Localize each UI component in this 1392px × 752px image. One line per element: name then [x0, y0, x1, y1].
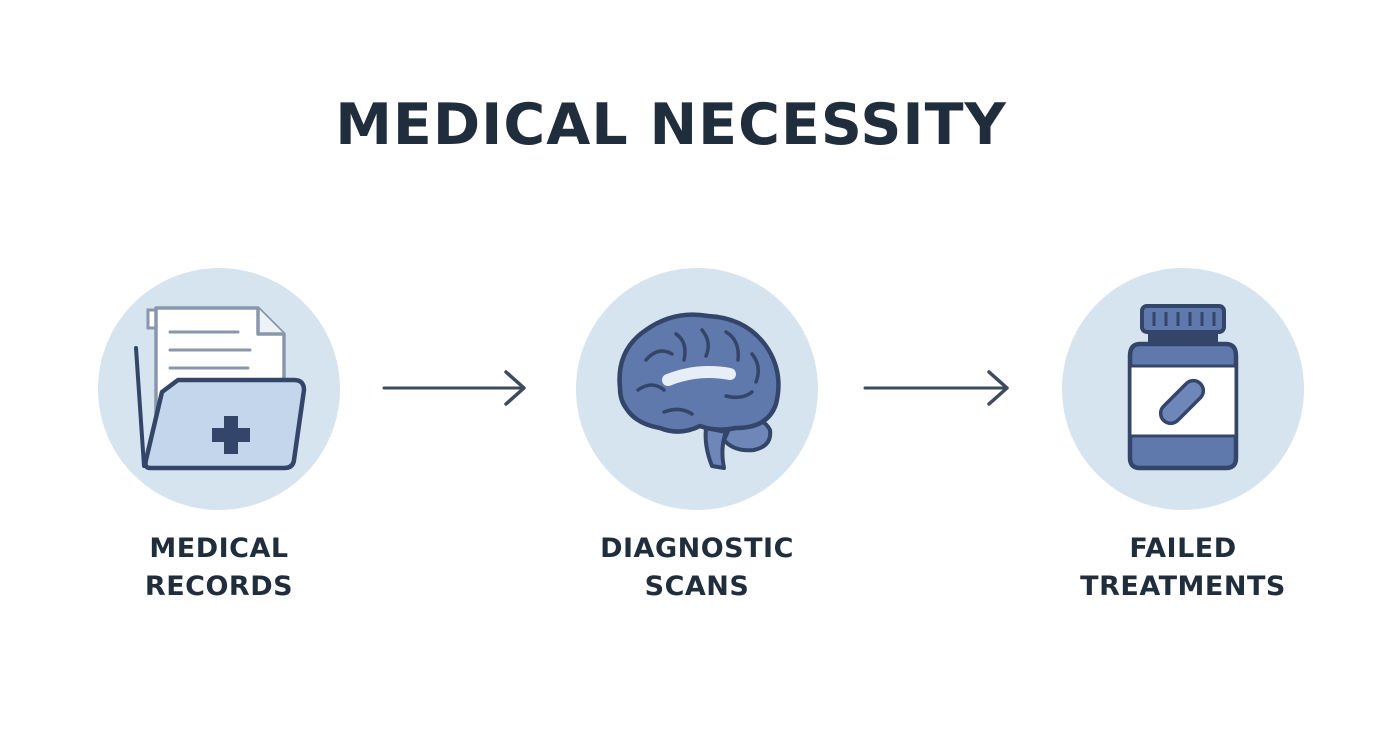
arrow-right-icon — [863, 370, 1009, 406]
step-diagnostic-scans: DIAGNOSTIC SCANS — [576, 268, 818, 602]
medical-records-folder-icon — [134, 306, 307, 471]
step-label: DIAGNOSTIC SCANS — [516, 530, 878, 606]
step-medical-records: MEDICAL RECORDS — [98, 268, 340, 602]
page-title: MEDICAL NECESSITY — [335, 92, 1007, 158]
step-circle — [576, 268, 818, 510]
step-label-line: SCANS — [644, 571, 750, 602]
step-label: MEDICAL RECORDS — [38, 530, 400, 606]
pill-bottle-icon — [1127, 304, 1239, 471]
step-label-line: FAILED — [1129, 533, 1237, 564]
step-circle — [1062, 268, 1304, 510]
arrow-right-icon — [382, 370, 526, 406]
brain-scan-icon — [617, 312, 781, 470]
step-label-line: RECORDS — [144, 571, 294, 602]
step-label-line: MEDICAL — [149, 533, 289, 564]
step-label-line: TREATMENTS — [1080, 571, 1286, 602]
step-label: FAILED TREATMENTS — [1002, 530, 1364, 606]
step-failed-treatments: FAILED TREATMENTS — [1062, 268, 1304, 602]
step-label-line: DIAGNOSTIC — [600, 533, 794, 564]
step-circle — [98, 268, 340, 510]
